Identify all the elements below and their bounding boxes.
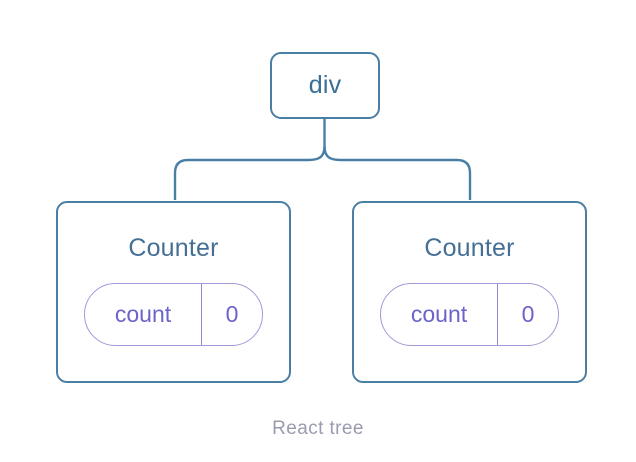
diagram-caption: React tree (272, 418, 364, 439)
node-counter-right-label: Counter (424, 234, 515, 262)
node-div-label: div (308, 71, 342, 99)
node-counter-left[interactable]: Counter count 0 (56, 201, 291, 383)
state-key-left: count (85, 284, 202, 345)
state-key-right: count (381, 284, 498, 345)
node-div[interactable]: div (270, 52, 380, 119)
connector-to-left-counter (173, 145, 326, 200)
node-counter-right[interactable]: Counter count 0 (352, 201, 587, 383)
state-value-right: 0 (521, 301, 535, 327)
state-pill-left[interactable]: count 0 (84, 283, 263, 346)
node-counter-left-label: Counter (128, 234, 219, 262)
state-value-left: 0 (225, 301, 239, 327)
state-pill-right[interactable]: count 0 (380, 283, 559, 346)
connector-to-right-counter (323, 145, 472, 200)
